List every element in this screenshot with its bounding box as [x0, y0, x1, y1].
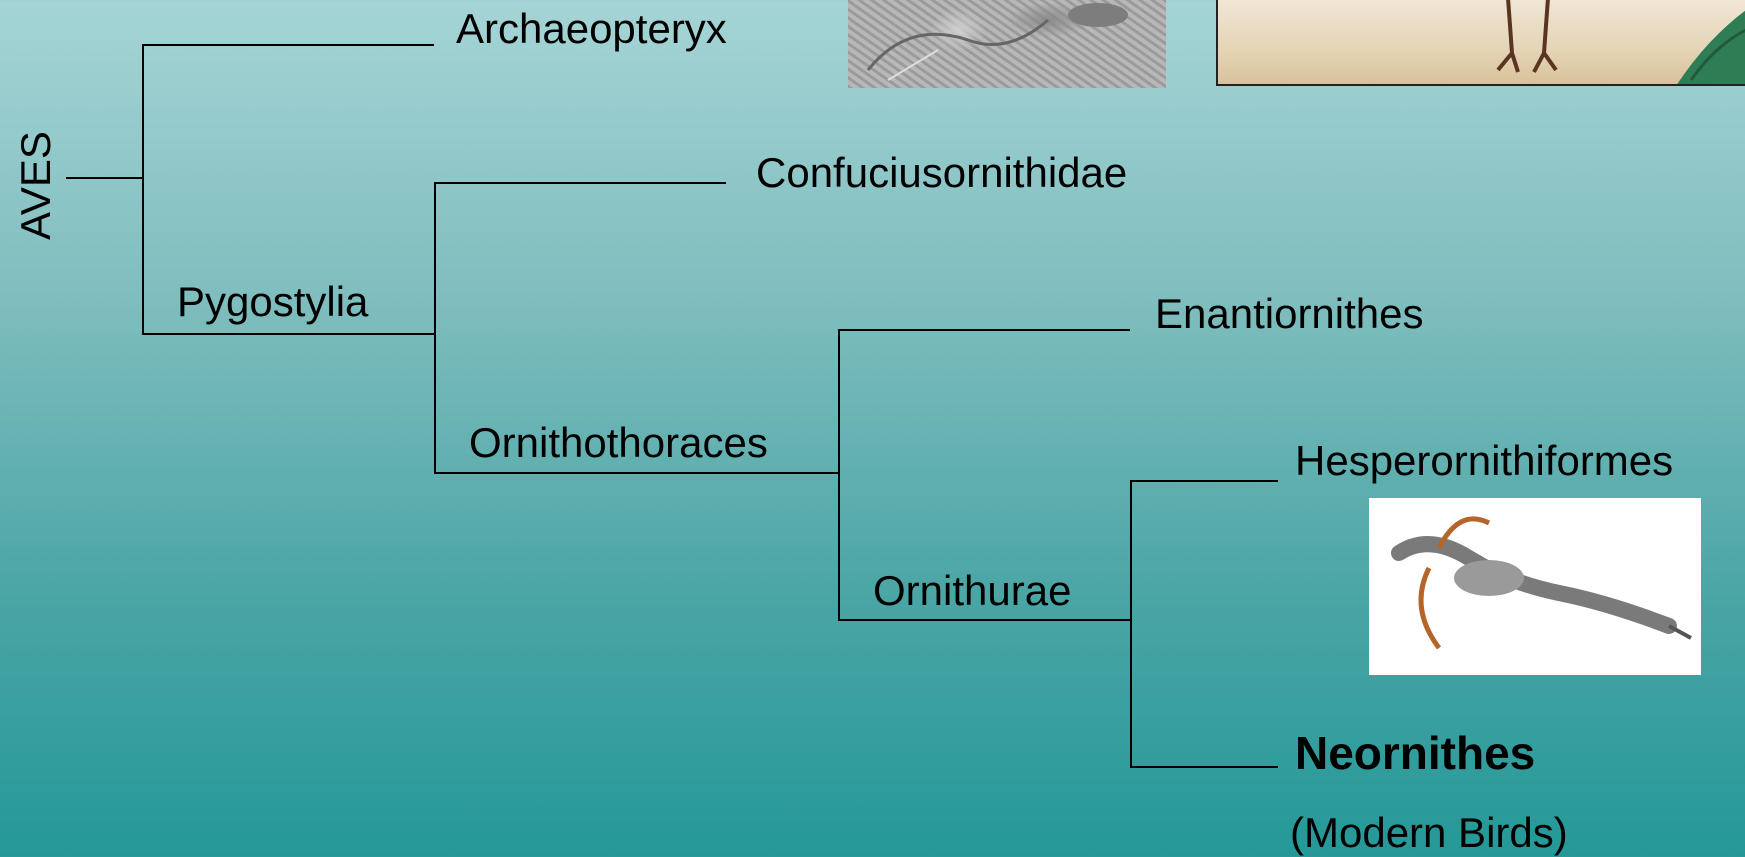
aves-node-vertical [142, 44, 144, 335]
pygostylia-node-vertical [434, 182, 436, 474]
clade-ornithothoraces: Ornithothoraces [469, 422, 768, 464]
taxon-neornithes: Neornithes [1295, 730, 1535, 776]
taxon-archaeopteryx: Archaeopteryx [456, 8, 727, 50]
ornithothoraces-branch [434, 472, 840, 474]
ornithurae-branch [838, 619, 1132, 621]
hesperornithiformes-branch [1130, 480, 1278, 482]
archaeopteryx-fossil-image [848, 0, 1166, 88]
clade-ornithurae: Ornithurae [873, 570, 1071, 612]
root-stem [66, 177, 144, 179]
pygostylia-branch [142, 333, 436, 335]
hesperornis-image [1369, 498, 1701, 675]
ornithurae-node-vertical [1130, 480, 1132, 768]
taxon-hesperornithiformes: Hesperornithiformes [1295, 440, 1673, 482]
neornithes-branch [1130, 766, 1278, 768]
archaeopteryx-branch [142, 44, 434, 46]
ornithothoraces-node-vertical [838, 329, 840, 621]
clade-pygostylia: Pygostylia [177, 281, 368, 323]
enantiornithes-branch [838, 329, 1130, 331]
confuciusornithidae-branch [434, 182, 726, 184]
archaeopteryx-reconstruction-image [1216, 0, 1745, 86]
taxon-enantiornithes: Enantiornithes [1155, 293, 1424, 335]
taxon-confuciusornithidae: Confuciusornithidae [756, 152, 1127, 194]
root-label-aves: AVES [15, 131, 57, 240]
neornithes-note: (Modern Birds) [1290, 812, 1568, 854]
